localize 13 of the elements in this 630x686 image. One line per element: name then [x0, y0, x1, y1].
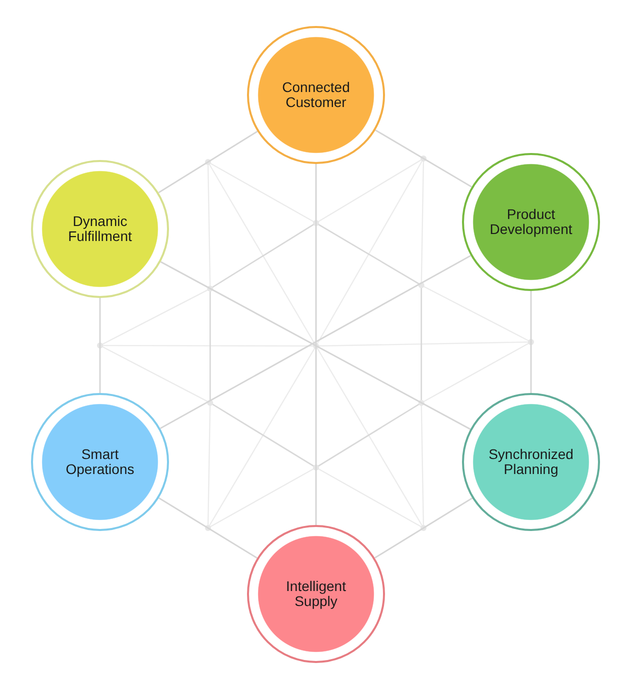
connector-line — [158, 497, 258, 559]
node-label: Connected Customer — [281, 80, 351, 110]
node-label: Smart Operations — [64, 447, 136, 477]
node-label: Dynamic Fulfillment — [67, 214, 133, 244]
connector-line — [375, 129, 472, 188]
node-label: Product Development — [488, 207, 574, 237]
connector-line — [315, 164, 317, 525]
node-label: Intelligent Supply — [285, 579, 347, 609]
node-label: Synchronized Planning — [488, 447, 574, 477]
connector-line — [158, 130, 258, 194]
connector-line — [374, 497, 473, 559]
connector-line — [99, 298, 101, 393]
connector-line — [530, 291, 532, 393]
